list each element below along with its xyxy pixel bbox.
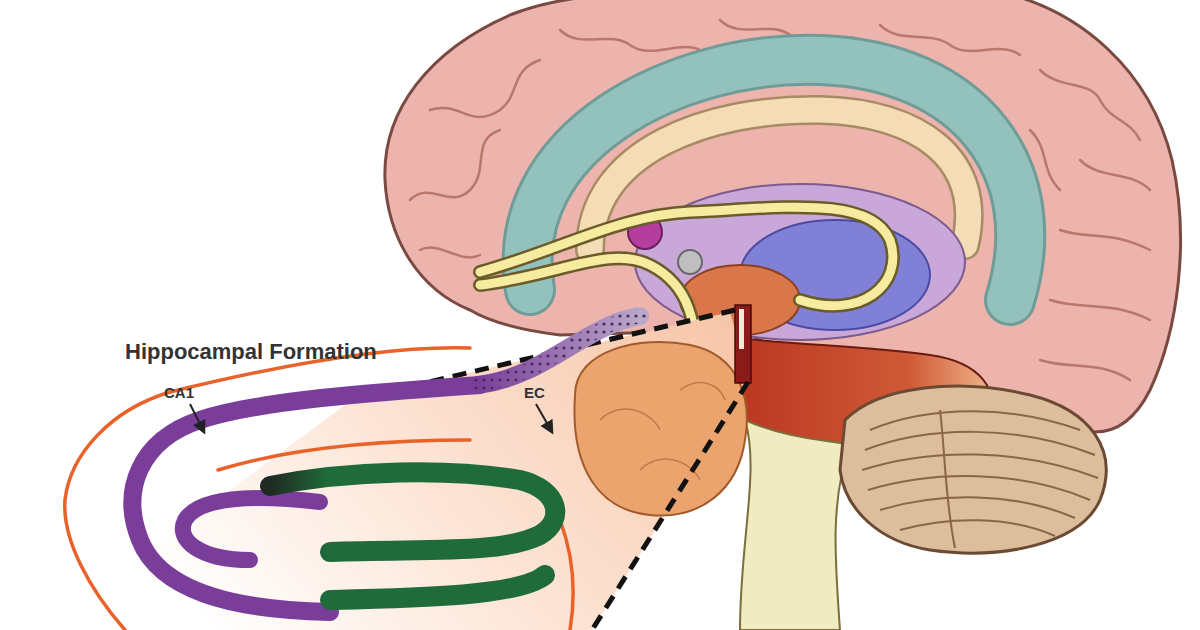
hippocampal-inset bbox=[65, 316, 640, 630]
brainstem bbox=[740, 420, 850, 630]
mammillary-body bbox=[678, 250, 702, 274]
leader-arrow bbox=[536, 404, 552, 432]
leader-arrow bbox=[190, 404, 204, 432]
gyri bbox=[410, 20, 1150, 380]
zoom-line bbox=[592, 382, 748, 630]
region-label: CA1 bbox=[164, 385, 194, 402]
cerebellar-folia bbox=[862, 410, 1098, 548]
figure-title-label: Hippocampal Formation bbox=[125, 340, 377, 364]
section-marker-highlight bbox=[739, 309, 744, 349]
section-marker bbox=[735, 305, 751, 383]
zoom-wedge bbox=[40, 312, 750, 630]
cerebellum bbox=[840, 386, 1106, 553]
hippocampus-folds bbox=[600, 383, 725, 480]
region-label: EC bbox=[524, 385, 545, 402]
